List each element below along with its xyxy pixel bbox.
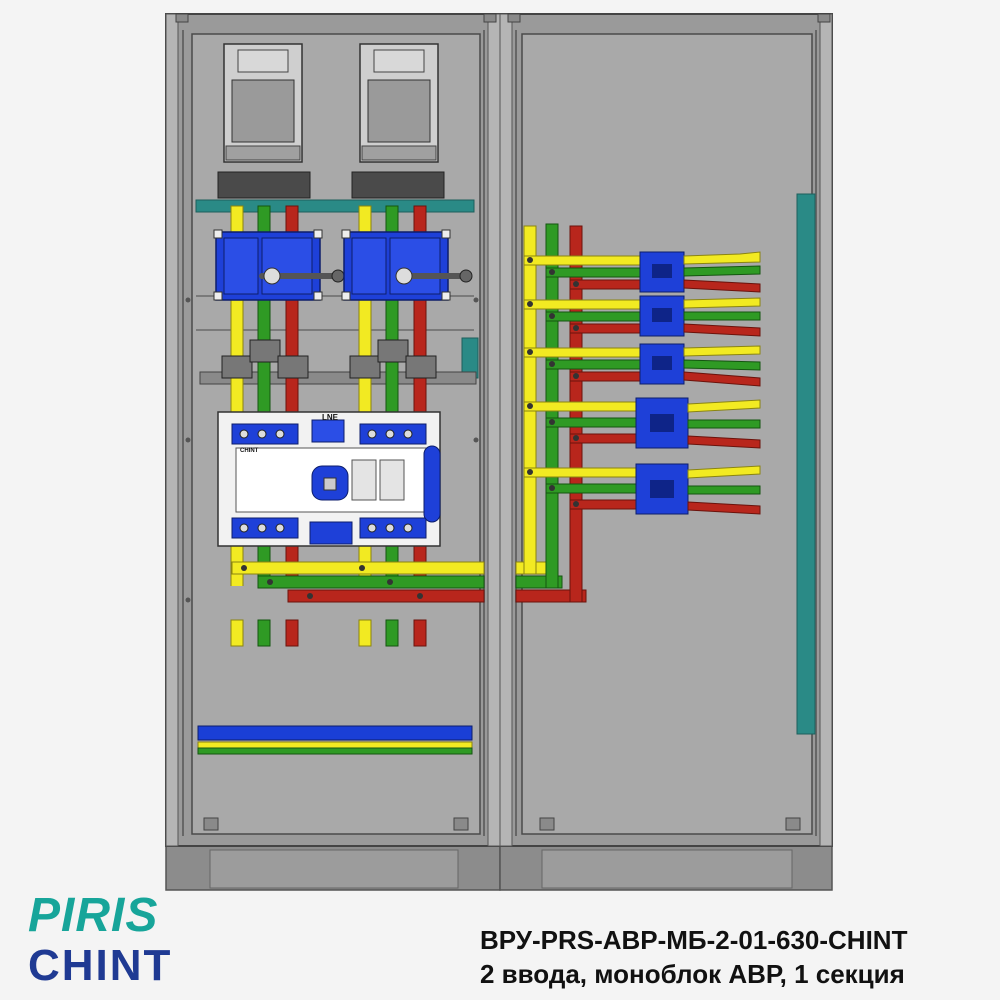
cabinet: [165, 13, 833, 891]
terminal-block-right: [351, 171, 445, 199]
plinth-right-panel: [541, 849, 793, 889]
feeder-3: [523, 343, 761, 387]
plinth-left-panel: [209, 849, 459, 889]
feeder-bolts: [527, 257, 579, 507]
product-description-caption: 2 ввода, моноблок АВР, 1 секция: [480, 959, 905, 989]
input-switch-2: [341, 229, 473, 301]
ats-monoblock: LNE CHINT: [217, 411, 441, 547]
outgoing-stubs: [230, 619, 427, 647]
neutral-pe-bus: [197, 725, 473, 755]
meter-right: [359, 43, 439, 163]
feeder-2: [523, 295, 761, 337]
output-bus-horizontal: [231, 561, 587, 603]
meter-left: [223, 43, 303, 163]
ats-label: LNE: [322, 413, 339, 422]
feeder-4: [523, 397, 761, 449]
current-transformers: [221, 339, 437, 379]
terminal-block-left: [217, 171, 311, 199]
product-code-caption: ВРУ-PRS-АВР-МБ-2-01-630-CHINT: [480, 925, 908, 955]
feeder-5: [523, 463, 761, 515]
ats-brand: CHINT: [240, 448, 259, 454]
brand-chint-logo: CHINT: [28, 941, 173, 990]
feeder-1: [523, 251, 761, 293]
input-switch-1: [213, 229, 345, 301]
brand-piris-logo: PIRIS: [28, 889, 159, 942]
teal-vertical-rail: [796, 193, 816, 735]
